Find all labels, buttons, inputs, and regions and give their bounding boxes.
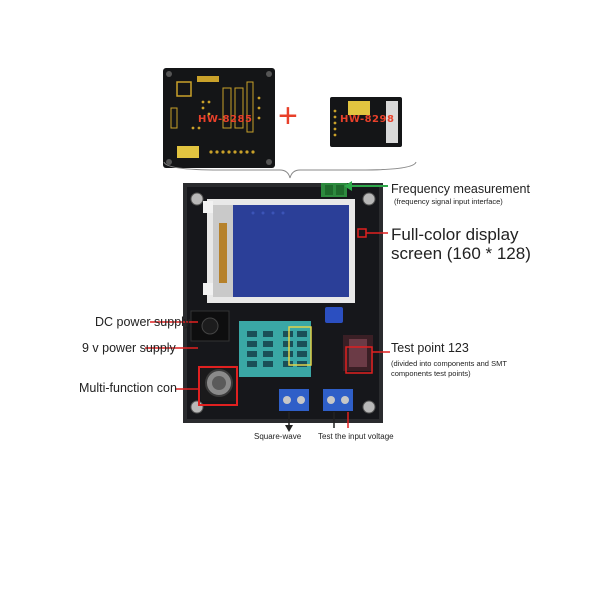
multi-function-label: Multi-function con [79,381,177,395]
display-title-line2: screen (160 * 128) [391,244,531,263]
main-board [183,183,383,423]
plus-sign: + [278,97,298,135]
right-module-label: HW-8298 [340,114,395,125]
square-wave-label: Square-wave [254,432,302,441]
left-module-label: HW-8285 [198,114,253,125]
test-point-sub1: (divided into components and SMT [391,359,507,368]
grouping-brace [163,161,417,179]
frequency-title: Frequency measurement [391,182,530,196]
nine-v-power-label: 9 v power supply [82,341,176,355]
dc-power-label: DC power supply [95,315,191,329]
test-point-sub2: components test points) [391,369,471,378]
frequency-subtitle: (frequency signal input interface) [394,197,503,206]
pcb-module-right [330,97,402,147]
test-point-title: Test point 123 [391,341,469,355]
display-title-line1: Full-color display [391,225,519,244]
pcb-module-left [163,68,275,168]
input-voltage-label: Test the input voltage [318,432,394,441]
